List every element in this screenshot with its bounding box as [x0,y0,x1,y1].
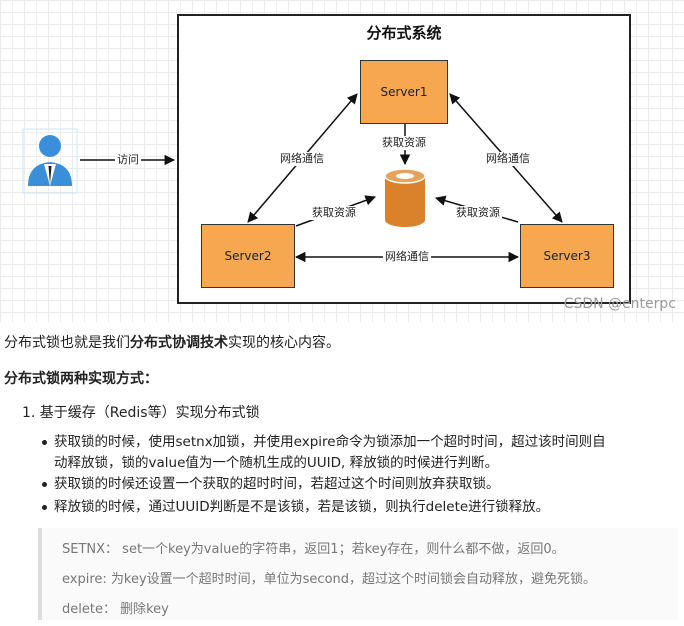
intro-paragraph: 分布式锁也就是我们分布式协调技术实现的核心内容。 [4,335,340,351]
server2-label: Server2 [224,249,272,263]
list-item: 1. 基于缓存（Redis等）实现分布式锁 [22,405,260,421]
server3-label: Server3 [543,249,591,263]
net-bottom-label: 网络通信 [383,250,431,264]
code-quote-block: SETNX： set一个key为value的字符串，返回1；若key存在，则什么… [38,528,678,620]
bullet-item: 释放锁的时候，通过UUID判断是不是该锁，若是该锁，则执行delete进行锁释放… [41,497,549,518]
server1-node: Server1 [360,60,448,124]
visit-label: 访问 [115,153,141,167]
server2-node: Server2 [201,224,295,288]
section-heading: 分布式锁两种实现方式： [4,371,158,387]
architecture-diagram: 分布式系统 Server1 Server2 Server3 [0,0,684,322]
server1-label: Server1 [380,85,428,99]
bullet-item-continuation: 动释放锁，锁的value值为一个随机生成的UUID, 释放锁的时候进行判断。 [54,455,499,471]
bullet-item: 获取锁的时候，使用setnx加锁，并使用expire命令为锁添加一个超时时间，超… [42,432,606,453]
get-resource-top-label: 获取资源 [380,136,428,150]
net-right-label: 网络通信 [484,152,532,166]
server3-node: Server3 [520,224,614,288]
quote-line-expire: expire: 为key设置一个超时时间，单位为second，超过这个时间锁会自… [62,572,597,587]
get-resource-left-label: 获取资源 [310,206,358,220]
bullet-item: 获取锁的时候还设置一个获取的超时时间，若超过这个时间则放弃获取锁。 [42,474,500,495]
net-left-label: 网络通信 [278,152,326,166]
diagram-title: 分布式系统 [366,24,442,42]
quote-line-delete: delete： 删除key [62,602,169,617]
intro-bold: 分布式协调技术 [130,335,228,351]
quote-line-setnx: SETNX： set一个key为value的字符串，返回1；若key存在，则什么… [62,542,565,557]
user-icon [22,128,78,194]
database-icon [384,168,426,227]
watermark: CSDN @enterpc [563,296,676,312]
get-resource-right-label: 获取资源 [454,206,502,220]
